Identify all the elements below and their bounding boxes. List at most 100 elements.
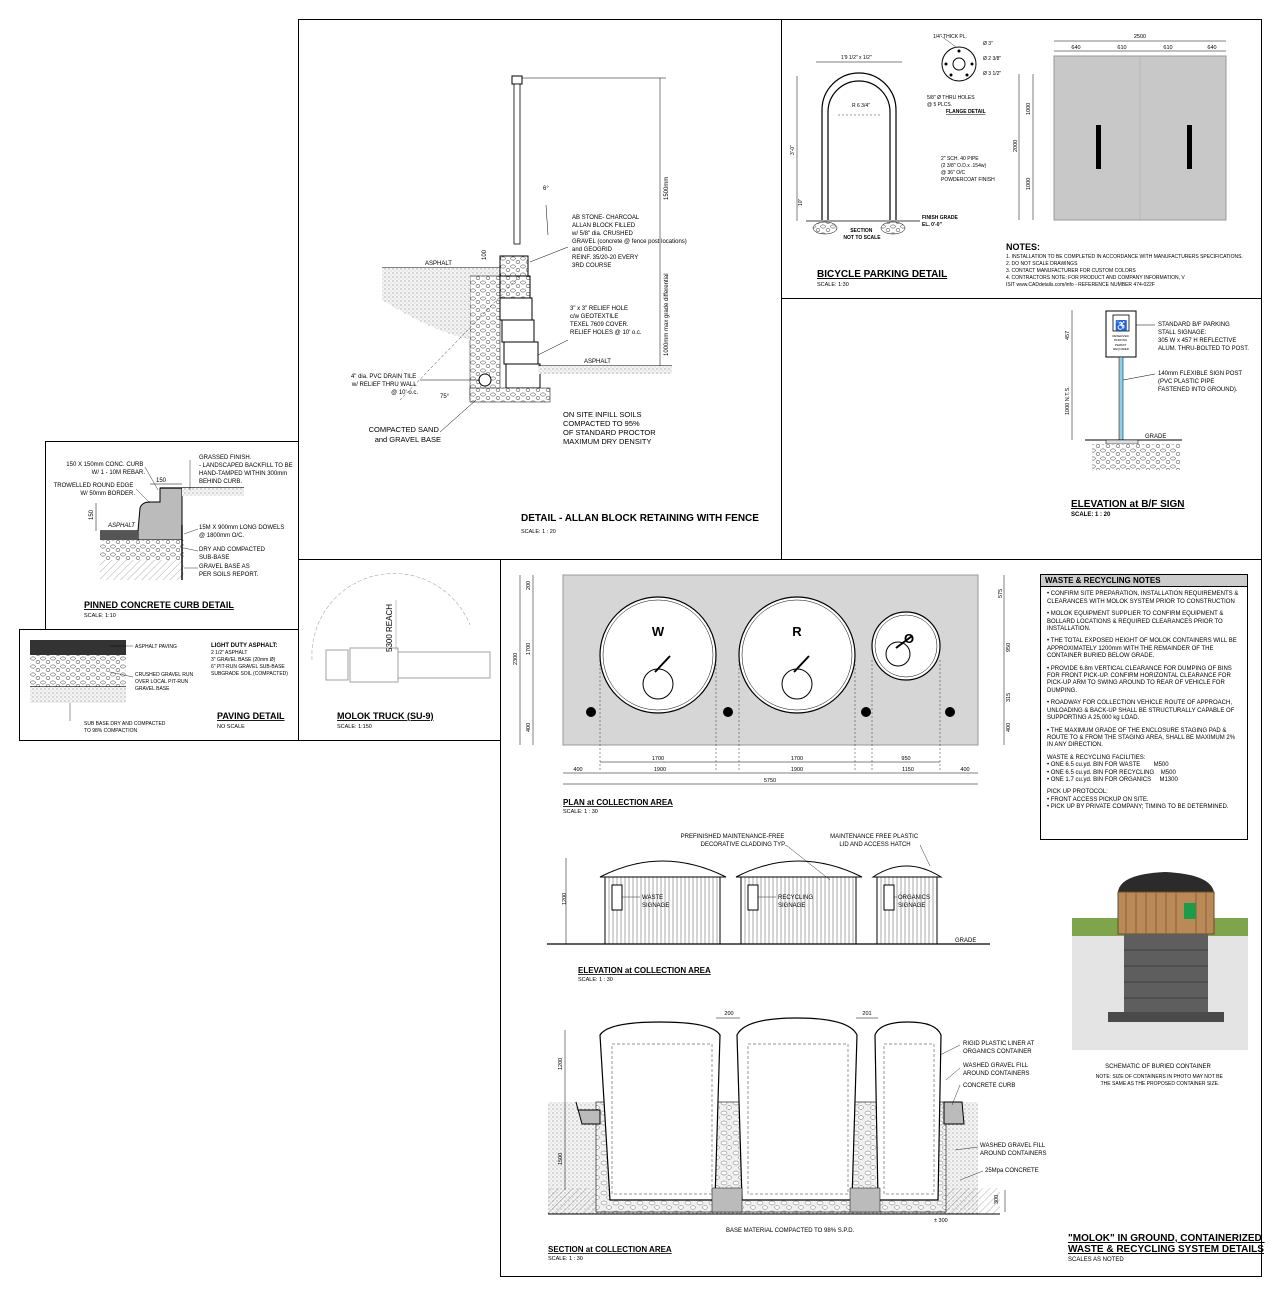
sign-plate-text: RESERVED PARKING PERMIT REQUIRED xyxy=(1112,334,1129,351)
bicycle-parking-detail: 1'9 1/2" x 1/2" 1/4" THICK PL. R 6 3/4" … xyxy=(790,34,1243,288)
paving-note-2: CRUSHED GRAVEL RUN OVER LOCAL PIT-RUN GR… xyxy=(135,672,194,692)
section-d300b: ± 300 xyxy=(934,1218,948,1224)
section-note-3: CONCRETE CURB xyxy=(963,1083,1015,1089)
facility-1: • ONE 6.5 cu.yd. BIN FOR WASTE M500 xyxy=(1047,762,1169,769)
pickup-2: • PICK UP BY PRIVATE COMPANY; TIMING TO … xyxy=(1047,804,1229,811)
curb-asphalt-label: ASPHALT xyxy=(107,523,136,529)
section-base: BASE MATERIAL COMPACTED TO 98% S.P.D. xyxy=(726,1228,855,1234)
sign-grade: GRADE xyxy=(1145,434,1166,440)
bike-phi-3: Ø 3 1/2" xyxy=(983,71,1001,77)
curb-note-2: TROWELLED ROUND EDGE W/ 50mm BORDER. xyxy=(54,483,136,497)
paving-detail: ASPHALT PAVING CRUSHED GRAVEL RUN OVER L… xyxy=(30,640,288,734)
plan-c400b: 400 xyxy=(960,767,969,773)
retaining-wall-detail: ASPHALT ASPHALT 6° 75° 100 1500mm 1000mm… xyxy=(351,75,759,535)
plan-c1900b: 1900 xyxy=(791,767,803,773)
section-note-1: RIGID PLASTIC LINER AT ORGANICS CONTAINE… xyxy=(963,1041,1036,1055)
curb-note-6: GRAVEL BASE AS PER SOILS REPORT. xyxy=(199,564,259,578)
facilities-title: WASTE & RECYCLING FACILITIES: xyxy=(1047,754,1146,761)
notes-item-4: • PROVIDE 6.8m VERTICAL CLEARANCE FOR DU… xyxy=(1047,665,1232,694)
lda-title: LIGHT DUTY ASPHALT: xyxy=(211,643,278,649)
curb-note-5: DRY AND COMPACTED SUB-BASE xyxy=(199,547,267,561)
infill-soils-note: ON SITE INFILL SOILS COMPACTED TO 95% OF… xyxy=(563,410,658,446)
bf-sign-detail: ♿ RESERVED PARKING PERMIT REQUIRED 457 1… xyxy=(1065,310,1249,518)
plan-d200: 200 xyxy=(526,581,532,590)
plan-d2300: 2300 xyxy=(513,653,519,665)
plan-d400r: 400 xyxy=(1006,723,1012,732)
section-d1200: 1200 xyxy=(558,1058,564,1070)
section-d200: 200 xyxy=(724,1011,733,1017)
plan-c1900a: 1900 xyxy=(654,767,666,773)
notes-item-5: • ROADWAY FOR COLLECTION VEHICLE ROUTE O… xyxy=(1047,700,1235,722)
bike-dim-3ft: 3'-0" xyxy=(790,145,796,155)
sign-title: ELEVATION at B/F SIGN xyxy=(1071,499,1185,510)
bike-notes-title: NOTES: xyxy=(1006,242,1040,252)
bike-plan-610a: 610 xyxy=(1117,45,1126,51)
schematic-caption: SCHEMATIC OF BURIED CONTAINER xyxy=(1105,1064,1211,1070)
dim-1500: 1500mm xyxy=(664,177,670,200)
bike-scale: SCALE: 1:30 xyxy=(817,282,849,288)
facility-2: • ONE 6.5 cu.yd. BIN FOR RECYCLING M500 xyxy=(1047,769,1176,776)
collection-elevation: 1200 PREFINISHED MAINTENANCE-FREE DECORA… xyxy=(547,834,990,983)
facility-3: • ONE 1.7 cu.yd. BIN FOR ORGANICS M1300 xyxy=(1047,776,1178,783)
schematic-note: NOTE: SIZE OF CONTAINERS IN PHOTO MAY NO… xyxy=(1096,1074,1224,1087)
organics-signage-label: ORGANICS SIGNAGE xyxy=(898,895,932,909)
sign-dim-1000: 1000 N.T.S. xyxy=(1065,386,1071,415)
bike-holes-note: 5/8" Ø THRU HOLES @ 5 PLCS. xyxy=(927,95,976,108)
section-title: SECTION at COLLECTION AREA xyxy=(548,1245,672,1254)
plan-d315: 315 xyxy=(1006,693,1012,702)
angle-6-label: 6° xyxy=(543,186,549,192)
notes-item-1: • CONFIRM SITE PREPARATION, INSTALLATION… xyxy=(1047,591,1239,605)
collection-section: 200 201 1200 1500 300 ± 300 RIGID PLASTI… xyxy=(548,1011,1047,1262)
bike-section-label: SECTION NOT TO SCALE xyxy=(843,228,881,241)
curb-dim-150-top: 150 xyxy=(156,478,167,484)
elev-grade: GRADE xyxy=(955,938,976,944)
bike-plan-1000a: 1000 xyxy=(1026,103,1032,115)
truck-reach: 5300 REACH xyxy=(385,604,394,652)
sign-scale: SCALE: 1 : 20 xyxy=(1071,512,1111,518)
bin-o-label: O xyxy=(904,631,914,646)
curb-title: PINNED CONCRETE CURB DETAIL xyxy=(84,600,234,610)
sign-note-1: STANDARD B/F PARKING STALL SIGNAGE: 305 … xyxy=(1158,322,1249,352)
elev-note-1: PREFINISHED MAINTENANCE-FREE DECORATIVE … xyxy=(681,834,787,848)
bike-plan-2000: 2000 xyxy=(1013,140,1019,152)
notes-item-2: • MOLOK EQUIPMENT SUPPLIER TO CONFIRM EQ… xyxy=(1047,611,1224,633)
pickup-1: • FRONT ACCESS PICKUP ON SITE. xyxy=(1047,796,1149,803)
section-scale: SCALE: 1 : 30 xyxy=(548,1256,583,1262)
bin-w-label: W xyxy=(652,624,665,639)
elev-scale: SCALE: 1 : 30 xyxy=(578,977,613,983)
bike-plan-1000b: 1000 xyxy=(1026,178,1032,190)
paving-scale: NO SCALE xyxy=(217,724,245,730)
waste-recycling-notes: WASTE & RECYCLING NOTES • CONFIRM SITE P… xyxy=(1040,574,1248,840)
ab-stone-note: AB STONE- CHARCOAL ALLAN BLOCK FILLED w/… xyxy=(571,215,688,269)
notes-heading: WASTE & RECYCLING NOTES xyxy=(1041,575,1247,588)
bike-plan-640b: 640 xyxy=(1207,45,1216,51)
notes-item-3: • THE TOTAL EXPOSED HEIGHT OF MOLOK CONT… xyxy=(1047,638,1237,660)
plan-title: PLAN at COLLECTION AREA xyxy=(563,798,673,807)
bike-finish-grade: FINISH GRADE EL. 0'-0" xyxy=(922,215,959,228)
sign-dim-457: 457 xyxy=(1065,331,1071,340)
section-note-2: WASHED GRAVEL FILL AROUND CONTAINERS xyxy=(963,1063,1030,1077)
plan-c1150: 1150 xyxy=(902,767,914,773)
bike-phi-2: Ø 2 3/8" xyxy=(983,56,1001,62)
plan-d1700: 1700 xyxy=(526,643,532,655)
sheet-title: "MOLOK" IN GROUND, CONTAINERIZED WASTE &… xyxy=(1068,1233,1265,1255)
bike-plan-610b: 610 xyxy=(1163,45,1172,51)
section-d201: 201 xyxy=(862,1011,871,1017)
elev-d1200: 1200 xyxy=(562,893,568,905)
bike-dim-10in: 10" xyxy=(798,198,804,206)
elev-note-2: MAINTENANCE FREE PLASTIC LID AND ACCESS … xyxy=(830,834,920,848)
retaining-asphalt-label: ASPHALT xyxy=(425,261,452,267)
section-d300: 300 xyxy=(994,1195,1000,1204)
plan-b950: 950 xyxy=(901,756,910,762)
retaining-title: DETAIL - ALLAN BLOCK RETAINING WITH FENC… xyxy=(521,513,759,524)
bike-title: BICYCLE PARKING DETAIL xyxy=(817,269,947,280)
relief-hole-note: 3" x 3" RELIEF HOLE c/w GEOTEXTILE TEXEL… xyxy=(570,306,642,336)
bike-plan-640a: 640 xyxy=(1071,45,1080,51)
plan-c400a: 400 xyxy=(573,767,582,773)
waste-signage-label: WASTE SIGNAGE xyxy=(642,895,669,909)
drain-tile-note: 4" dia. PVC DRAIN TILE w/ RELIEF THRU WA… xyxy=(351,374,418,396)
flange-detail-label: FLANGE DETAIL xyxy=(946,109,986,115)
curb-note-3: GRASSED FINISH. - LANDSCAPED BACKFILL TO… xyxy=(199,455,294,485)
curb-detail: 150 150 ASPHALT 150 X 150mm CONC. CURB W… xyxy=(54,455,294,619)
